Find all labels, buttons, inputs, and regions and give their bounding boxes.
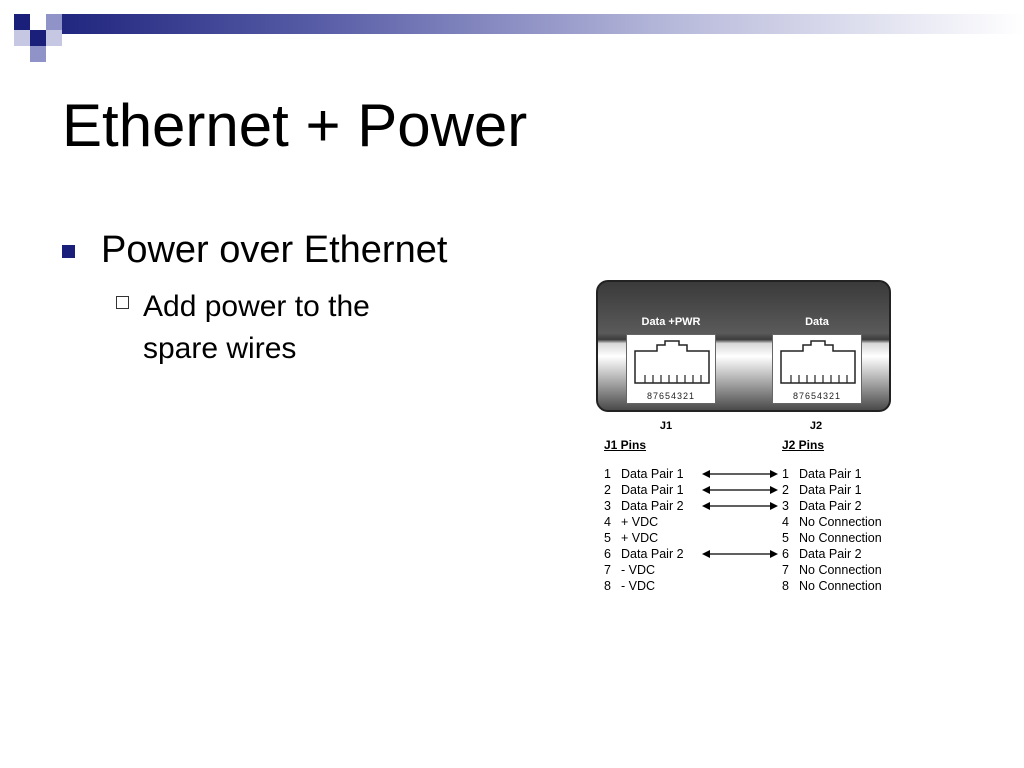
pin-signal: + VDC [621, 515, 659, 529]
pin-number: 4 [782, 515, 789, 529]
header-gradient-band [30, 14, 1024, 34]
pin-signal: No Connection [799, 563, 882, 577]
pin-signal: No Connection [799, 515, 882, 529]
pin-signal: No Connection [799, 579, 882, 593]
rj45-panel: Data +PWR Data 87654321 [596, 280, 891, 412]
jack-label-j1: J1 [659, 420, 673, 432]
rj45-socket-icon [634, 340, 710, 384]
j1-pin-row: 7 - VDC [604, 562, 655, 578]
sub-bullet-item: Add power to the spare wires [116, 286, 436, 370]
pin-signal: Data Pair 1 [799, 467, 862, 481]
header-square [14, 30, 30, 46]
j2-pin-row: 6 Data Pair 2 [782, 546, 862, 562]
j1-pin-row: 6 Data Pair 2 [604, 546, 684, 562]
pin-number: 6 [782, 547, 789, 561]
j1-pins-header: J1 Pins [604, 438, 647, 452]
pin-number: 7 [604, 563, 611, 577]
double-arrow-icon [702, 486, 778, 494]
header-square [46, 14, 62, 30]
hollow-square-bullet-icon [116, 296, 129, 309]
pin-number: 3 [604, 499, 611, 513]
pin-number: 3 [782, 499, 789, 513]
rj45-jack-j2: 87654321 [772, 334, 862, 404]
pin-signal: Data Pair 1 [799, 483, 862, 497]
pin-signal: Data Pair 2 [621, 499, 684, 513]
header-square [14, 14, 30, 30]
bullet-text: Power over Ethernet [101, 229, 448, 271]
pin-number: 1 [604, 467, 611, 481]
j2-pin-row: 5 No Connection [782, 530, 882, 546]
j1-pin-row: 5 + VDC [604, 530, 658, 546]
pin-signal: + VDC [621, 531, 659, 545]
j1-pin-row: 3 Data Pair 2 [604, 498, 684, 514]
j2-pin-row: 7 No Connection [782, 562, 882, 578]
pin-signal: Data Pair 1 [621, 483, 684, 497]
j1-pin-row: 8 - VDC [604, 578, 655, 594]
pin-signal: No Connection [799, 531, 882, 545]
j1-pin-row: 2 Data Pair 1 [604, 482, 684, 498]
pin-number: 2 [782, 483, 789, 497]
pin-number: 8 [782, 579, 789, 593]
pin-number-strip: 87654321 [792, 391, 842, 401]
j2-pins-header: J2 Pins [782, 438, 825, 452]
header-square [46, 30, 62, 46]
pin-number: 5 [604, 531, 611, 545]
j2-pin-row: 4 No Connection [782, 514, 882, 530]
port-label-j2: Data [805, 316, 829, 328]
j2-pin-row: 1 Data Pair 1 [782, 466, 862, 482]
double-arrow-icon [702, 502, 778, 510]
pin-signal: Data Pair 2 [799, 499, 862, 513]
slide-title: Ethernet + Power [62, 92, 528, 159]
pin-number: 4 [604, 515, 611, 529]
double-arrow-icon [702, 550, 778, 558]
bullet-item: Power over Ethernet [62, 229, 448, 272]
sub-bullet-text: Add power to the spare wires [143, 290, 370, 365]
pin-number: 7 [782, 563, 789, 577]
rj45-socket-icon [780, 340, 856, 384]
pin-number: 1 [782, 467, 789, 481]
pin-signal: - VDC [621, 579, 656, 593]
pin-number: 8 [604, 579, 611, 593]
header-square [30, 30, 46, 46]
poe-pinout-diagram: Data +PWR Data 87654321 [594, 280, 904, 600]
double-arrow-icon [702, 470, 778, 478]
port-label-j1: Data +PWR [641, 316, 701, 328]
pin-signal: - VDC [621, 563, 656, 577]
rj45-jack-j1: 87654321 [626, 334, 716, 404]
j2-pin-row: 8 No Connection [782, 578, 882, 594]
header-square [30, 46, 46, 62]
j1-pin-row: 4 + VDC [604, 514, 658, 530]
j2-pin-row: 2 Data Pair 1 [782, 482, 862, 498]
pin-signal: Data Pair 2 [621, 547, 684, 561]
header-square [30, 14, 46, 30]
square-bullet-icon [62, 245, 75, 259]
pin-number: 5 [782, 531, 789, 545]
pin-signal: Data Pair 1 [621, 467, 684, 481]
pin-number-strip: 87654321 [646, 391, 696, 401]
jack-label-j2: J2 [809, 420, 823, 432]
pin-number: 6 [604, 547, 611, 561]
pin-signal: Data Pair 2 [799, 547, 862, 561]
pin-number: 2 [604, 483, 611, 497]
j2-pin-row: 3 Data Pair 2 [782, 498, 862, 514]
j1-pin-row: 1 Data Pair 1 [604, 466, 684, 482]
